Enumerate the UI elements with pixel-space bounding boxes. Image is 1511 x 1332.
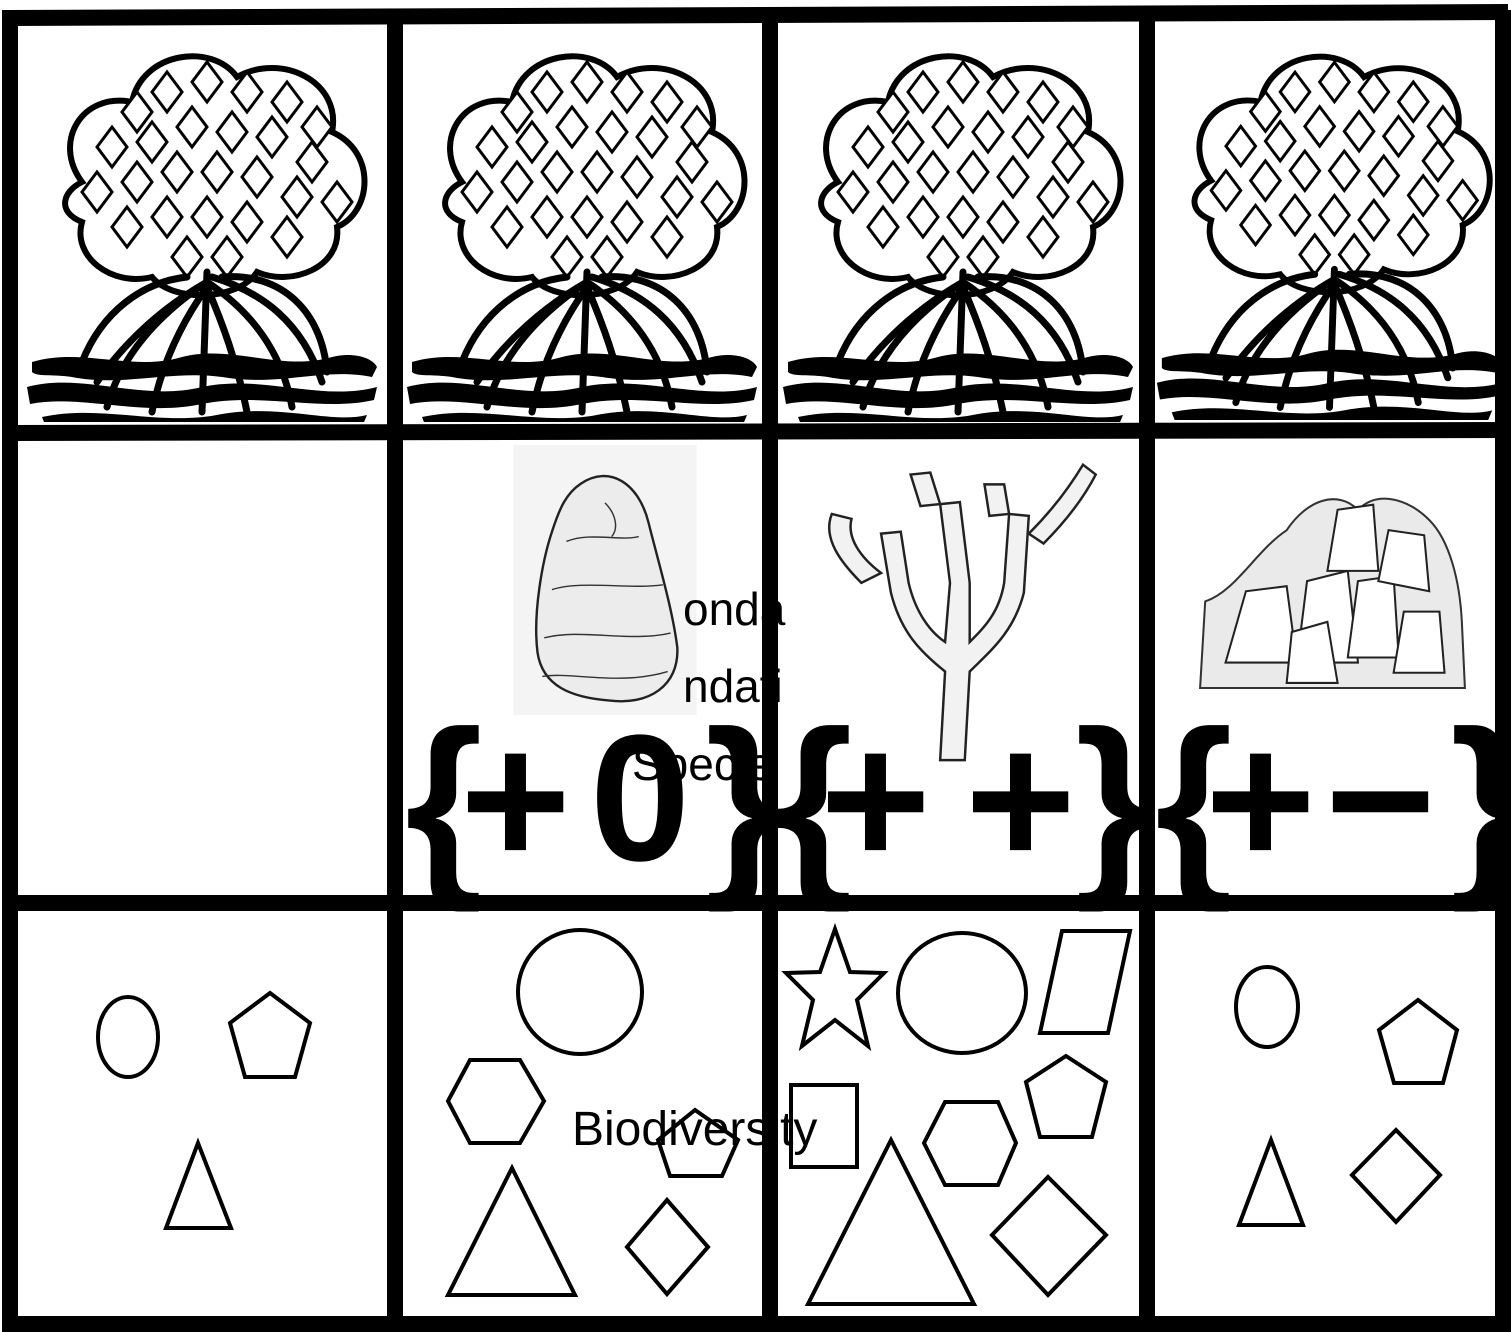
interaction-sign: + [1205, 694, 1316, 906]
interaction-sign: − [1325, 694, 1436, 906]
mangrove-tree-icon [1152, 33, 1507, 429]
mangrove-tree-icon [402, 32, 762, 433]
interaction-sign: + [820, 694, 931, 906]
biodiversity-label: Biodiversity [572, 1103, 817, 1156]
mangrove-tree-icon [22, 32, 382, 433]
barnacle-icon [1195, 459, 1470, 693]
mangrove-tree-icon [778, 32, 1138, 433]
interaction-sign: 0 [590, 698, 690, 899]
interaction-sign: + [965, 694, 1076, 906]
interaction-sign: + [460, 694, 571, 906]
oyster-icon [513, 445, 696, 715]
